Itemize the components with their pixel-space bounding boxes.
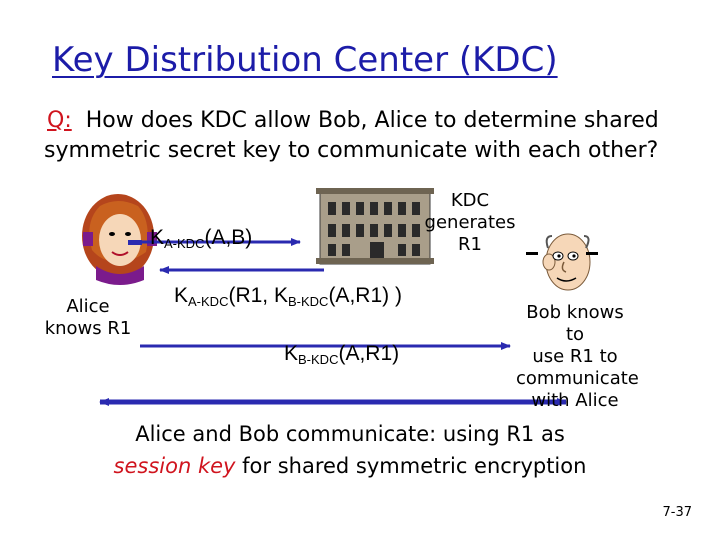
message-3-key-sub: B-KDC xyxy=(298,352,339,367)
message-3-args: (A,R1) xyxy=(338,342,400,365)
bob-label: Bob knows to use R1 to communicate with … xyxy=(516,302,639,412)
caption-line-2: session key for shared symmetric encrypt… xyxy=(60,450,640,482)
message-2-end: (A,R1) ) xyxy=(328,284,402,307)
question-marker: Q: xyxy=(47,108,72,133)
kdc-label-line: KDC xyxy=(450,190,490,211)
alice-label-line: Alice xyxy=(66,296,110,317)
message-2-mid: (R1, K xyxy=(228,284,288,307)
question-text: How does KDC allow Bob, Alice to determi… xyxy=(44,108,659,163)
message-1: KA-KDC(A,B) xyxy=(150,226,252,251)
message-1-args: (A,B) xyxy=(204,226,253,249)
kdc-label-line: generates xyxy=(424,212,516,233)
bob-label-line: with Alice xyxy=(531,390,619,411)
arrow-alice-to-kdc xyxy=(128,238,301,246)
kdc-label-line: R1 xyxy=(458,234,482,255)
kdc-label: KDC generates R1 xyxy=(420,190,520,256)
bob-icon xyxy=(526,233,598,291)
message-3: KB-KDC(A,R1) xyxy=(284,342,399,367)
page-title: Key Distribution Center (KDC) xyxy=(52,40,558,80)
message-2-key: K xyxy=(174,284,189,307)
page-number: 7-37 xyxy=(662,505,692,520)
alice-label-line: knows R1 xyxy=(44,318,132,339)
message-2: KA-KDC(R1, KB-KDC(A,R1) ) xyxy=(174,284,402,309)
kdc-building-icon xyxy=(316,188,434,265)
bob-label-line: use R1 to xyxy=(532,346,618,367)
session-key-term: session key xyxy=(113,454,236,478)
message-1-key: K xyxy=(150,226,165,249)
bob-label-line: communicate xyxy=(516,368,639,389)
alice-icon xyxy=(82,194,157,285)
bob-label-line: Bob knows to xyxy=(526,302,624,345)
question: Q:How does KDC allow Bob, Alice to deter… xyxy=(44,106,704,166)
caption-line-1: Alice and Bob communicate: using R1 as xyxy=(135,422,565,446)
message-2-inner-key-sub: B-KDC xyxy=(287,294,329,309)
session-key-caption: Alice and Bob communicate: using R1 as s… xyxy=(60,418,640,482)
alice-label: Alice knows R1 xyxy=(38,296,138,340)
caption-line-2-rest: for shared symmetric encryption xyxy=(235,454,587,478)
message-2-key-sub: A-KDC xyxy=(188,294,229,309)
message-1-key-sub: A-KDC xyxy=(164,236,205,251)
message-3-key: K xyxy=(284,342,299,365)
